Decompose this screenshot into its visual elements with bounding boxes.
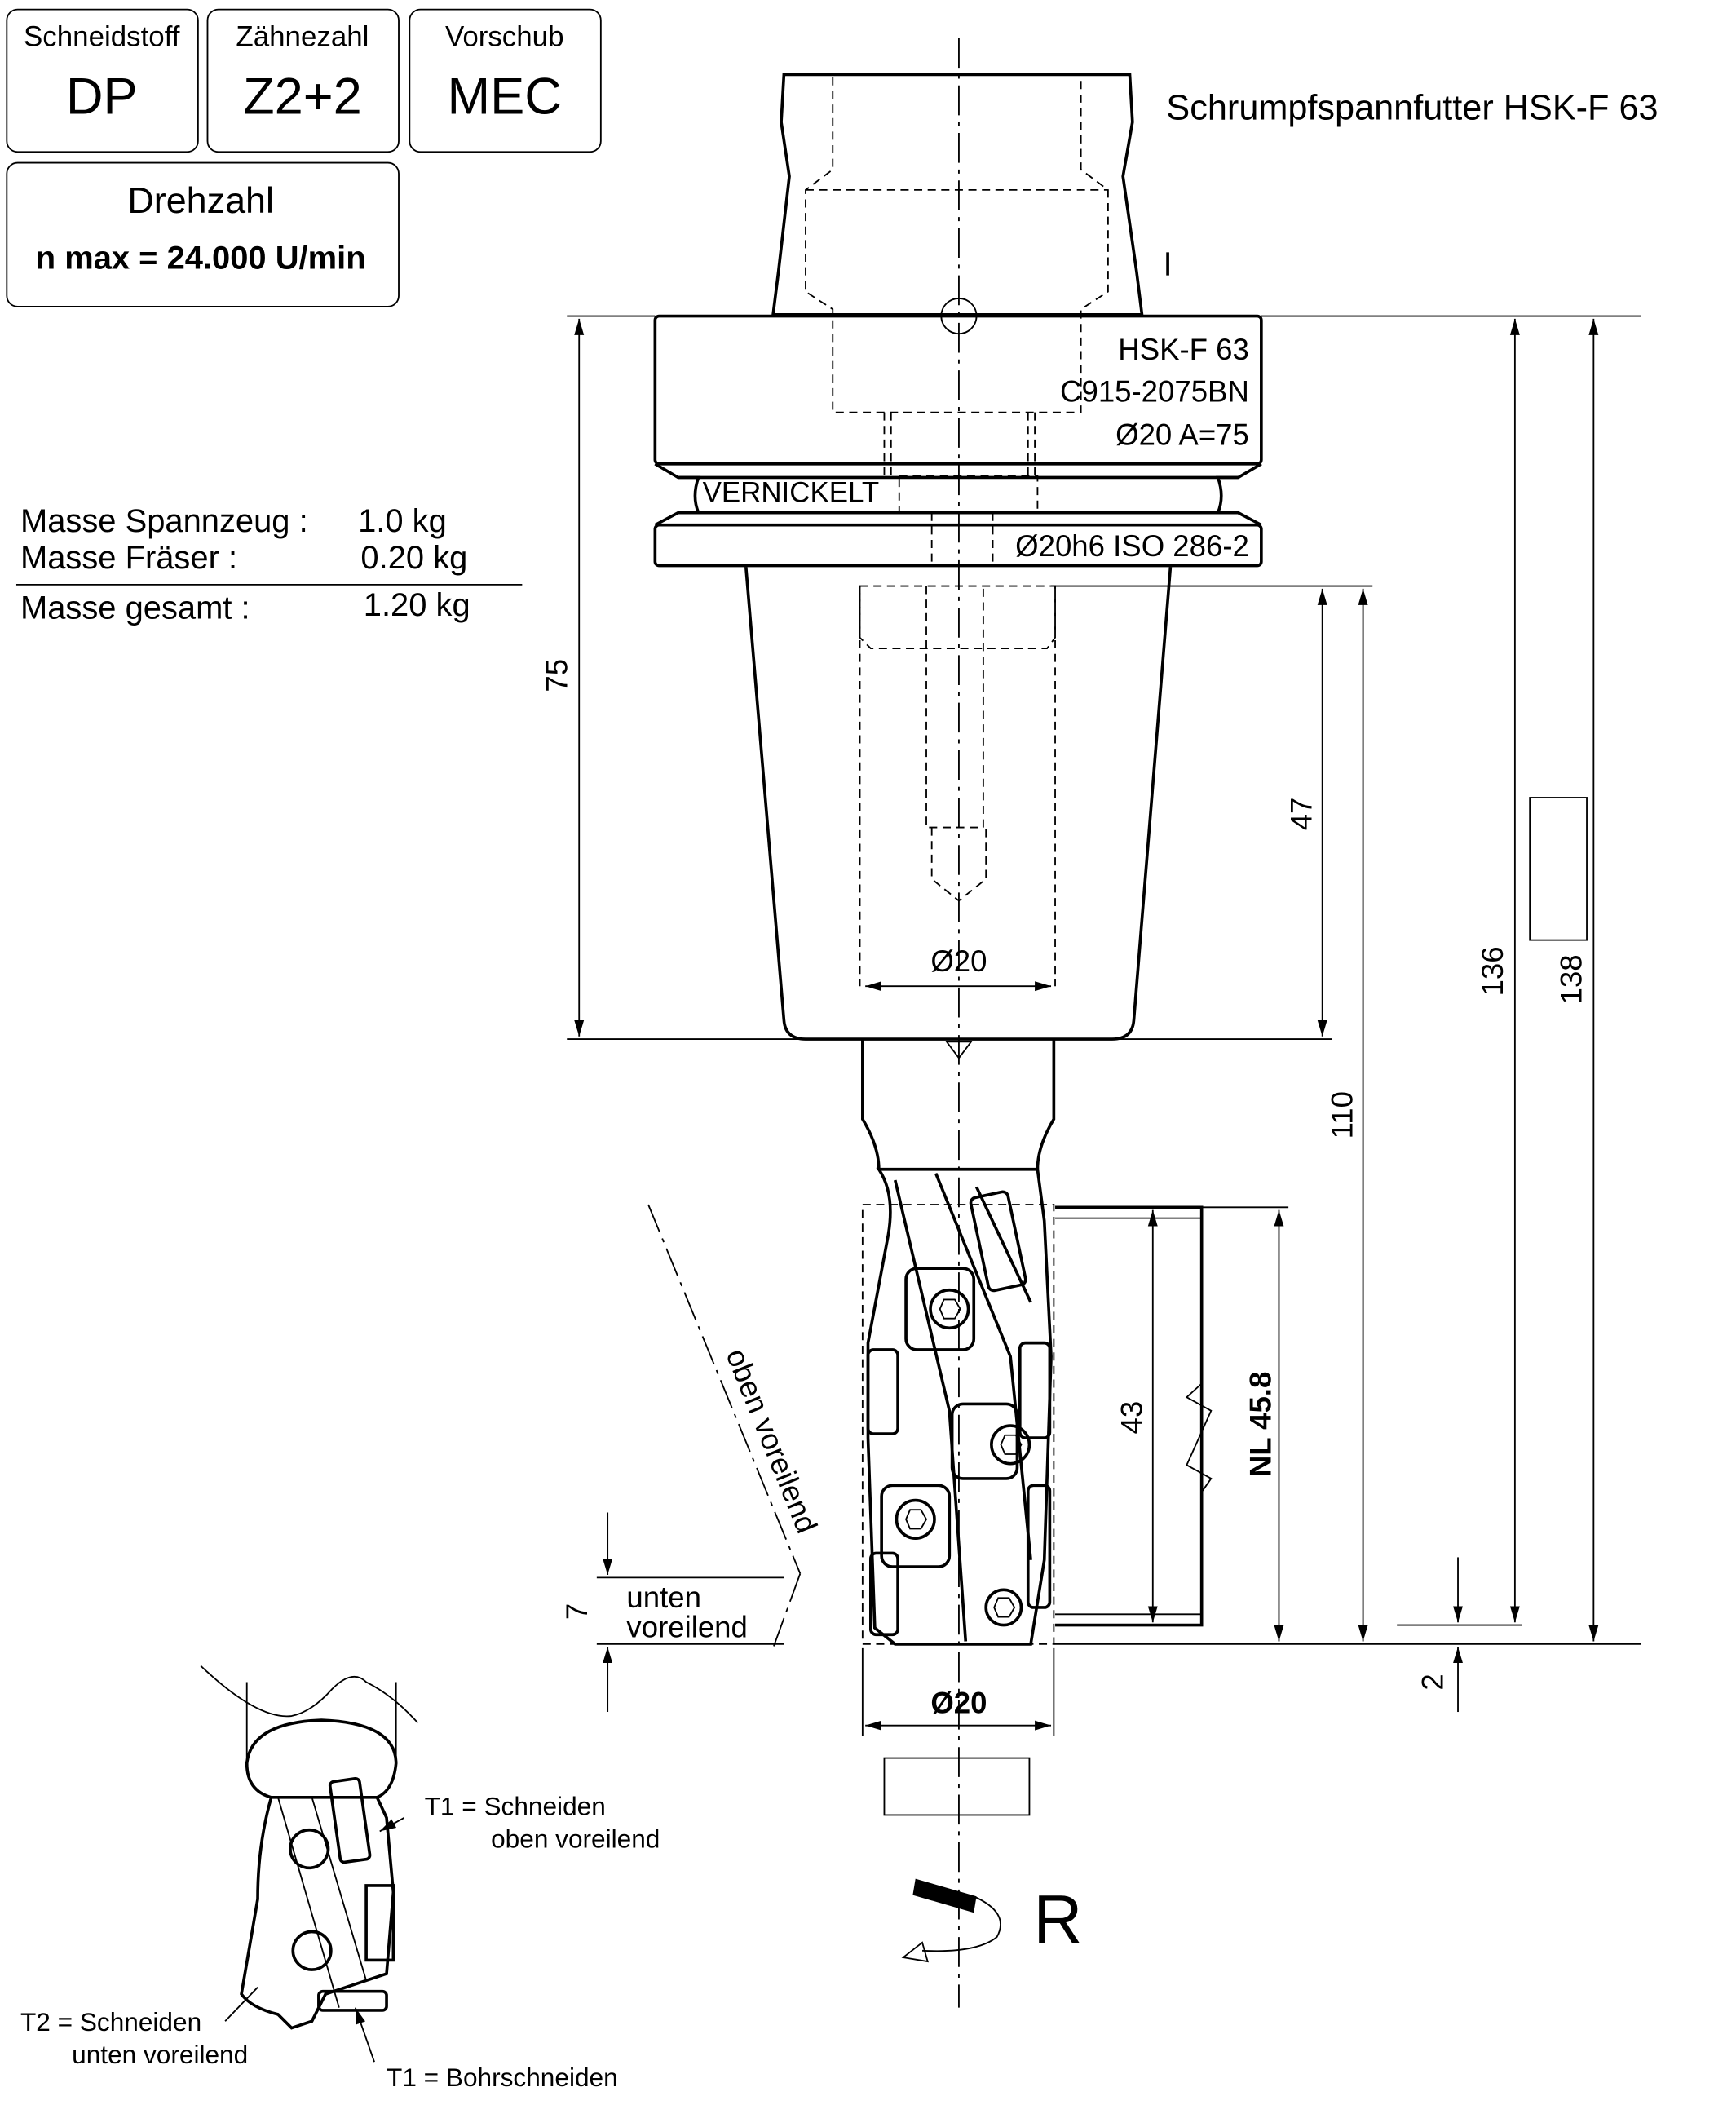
- legend-t1-cutting-1: T1 = Schneiden: [425, 1791, 606, 1820]
- note-top-lead: oben voreilend: [719, 1344, 824, 1538]
- dimension-lines: [574, 318, 1599, 1731]
- mass-table: Masse Spannzeug : 1.0 kg Masse Fräser : …: [15, 503, 523, 626]
- dim-110: 110: [1325, 1091, 1358, 1139]
- dim-47: 47: [1284, 798, 1318, 831]
- dimension-labels: 75 47 110 136 138 NL 45.8 43 Ø20 Ø20 7 2: [540, 659, 1588, 1720]
- legend-t1-cutting-2: oben voreilend: [491, 1824, 660, 1853]
- extension-lines: [567, 315, 1641, 1736]
- dim-7: 7: [560, 1603, 594, 1620]
- milling-cutter: [861, 1039, 1056, 1646]
- mass-total-value: 1.20 kg: [364, 587, 470, 623]
- spec-box-schneidstoff: Schneidstoff DP: [6, 8, 199, 153]
- dim-shank-diameter: Ø20: [930, 944, 987, 978]
- lead-notes: oben voreilend unten voreilend: [626, 1204, 824, 1649]
- spec-box-zaehnezahl: Zähnezahl Z2+2: [206, 8, 400, 153]
- legend-t1-drilling: T1 = Bohrschneiden: [387, 2063, 618, 2092]
- mass-cutter-value: 0.20 kg: [360, 540, 467, 576]
- note-bottom-lead-1: unten: [626, 1581, 701, 1614]
- dim-2: 2: [1416, 1674, 1450, 1690]
- dim-43: 43: [1115, 1401, 1148, 1435]
- spec-value: MEC: [448, 69, 562, 126]
- spec-value: DP: [66, 69, 138, 126]
- mass-cutter-label: Masse Fräser :: [20, 540, 237, 576]
- cutter-isometric-view: T1 = Schneiden oben voreilend T2 = Schne…: [20, 1665, 660, 2092]
- spec-label: Vorschub: [445, 21, 564, 53]
- dim-138: 138: [1554, 954, 1588, 1004]
- rotation-label: R: [1033, 1882, 1082, 1957]
- legend-t2-cutting-2: unten voreilend: [72, 2040, 248, 2069]
- spec-label: Zähnezahl: [236, 21, 369, 53]
- holder-marking-part-number: C915-2075BN: [1060, 374, 1249, 408]
- note-bottom-lead-2: voreilend: [626, 1611, 747, 1644]
- spec-value: Z2+2: [243, 69, 362, 126]
- legend-t2-cutting-1: T2 = Schneiden: [20, 2007, 201, 2036]
- rotation-direction: R: [901, 1878, 1082, 1963]
- spec-box-vorschub: Vorschub MEC: [409, 8, 602, 153]
- spec-box-drehzahl: Drehzahl n max = 24.000 U/min: [6, 161, 400, 307]
- holder-marking-tolerance: Ø20h6 ISO 286-2: [1015, 529, 1249, 563]
- holder-marking-coating: VERNICKELT: [703, 476, 880, 508]
- drawing-title: Schrumpfspannfutter HSK-F 63: [1166, 88, 1658, 127]
- spec-label: Schneidstoff: [24, 21, 180, 53]
- mass-holder-value: 1.0 kg: [358, 503, 447, 539]
- holder-marking-size: Ø20 A=75: [1115, 418, 1249, 452]
- cutting-length-view: [1055, 1205, 1213, 1627]
- shrink-chuck: HSK-F 63 C915-2075BN Ø20 A=75 VERNICKELT…: [653, 73, 1263, 1041]
- frame-box: [883, 1757, 1031, 1816]
- dim-nl: NL 45.8: [1243, 1372, 1277, 1477]
- holder-marking-type: HSK-F 63: [1118, 333, 1249, 366]
- dim-75: 75: [540, 659, 573, 692]
- mass-holder-label: Masse Spannzeug :: [20, 503, 308, 539]
- dim-cutter-diameter: Ø20: [930, 1687, 987, 1720]
- mass-total-label: Masse gesamt :: [20, 590, 250, 626]
- dim-136: 136: [1476, 946, 1509, 996]
- speed-value: n max = 24.000 U/min: [36, 240, 366, 276]
- speed-label: Drehzahl: [127, 179, 274, 221]
